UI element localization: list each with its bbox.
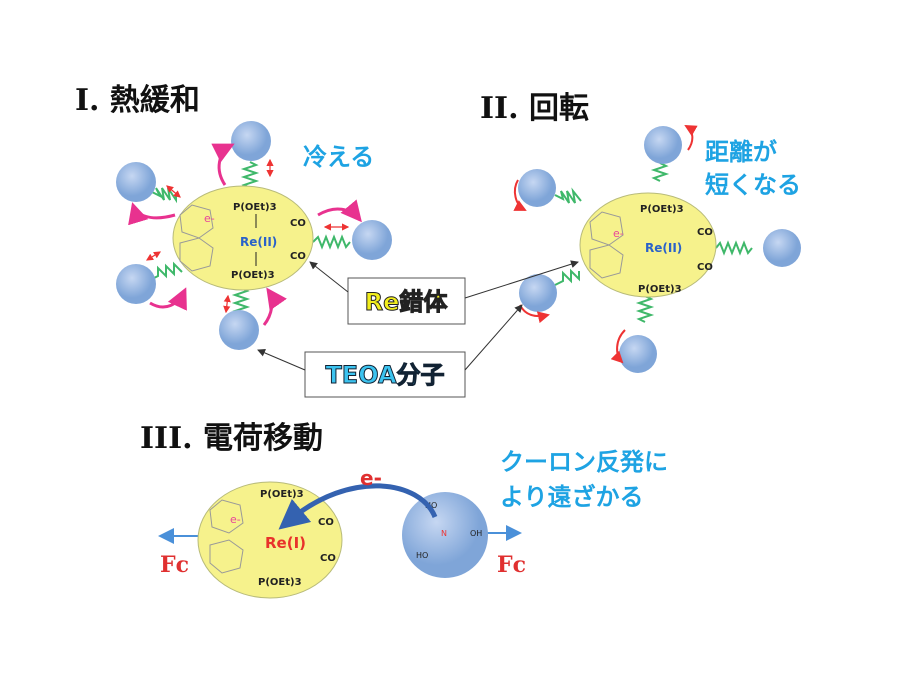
electron-label: e- (613, 227, 624, 240)
complex-callout: Re錯体 (347, 277, 466, 325)
section2-title: II. 回転 (480, 91, 589, 126)
section1-note: 冷える (303, 143, 374, 171)
teoa-callout: TEOA分子 (304, 351, 466, 398)
ligand-top: P(OEt)3 (640, 204, 684, 215)
ligand-co: CO (320, 553, 336, 564)
section2-complex: e- P(OEt)3 Re(II) CO CO P(OEt)3 (513, 125, 801, 373)
section3-diagram: e- P(OEt)3 Re(I) CO CO P(OEt)3 HO OH HO … (158, 466, 526, 599)
electron-transfer-arrow (278, 483, 438, 530)
electron-label: e- (230, 513, 241, 526)
section3-note-line2: より遠ざかる (500, 483, 644, 511)
ligand-bottom: P(OEt)3 (638, 284, 682, 295)
teoa-atom: OH (470, 529, 482, 538)
transfer-electron-label: e- (360, 466, 382, 490)
section2-note-line1: 距離が (705, 138, 777, 166)
teoa-atom: N (441, 529, 447, 538)
ligand-bottom: P(OEt)3 (258, 577, 302, 588)
teoa-molecule (402, 492, 488, 578)
callout-arrows (257, 260, 579, 371)
metal-center: Re(II) (645, 241, 682, 255)
force-label-right: Fc (497, 552, 526, 578)
ligand-co: CO (290, 218, 306, 229)
ligand-co: CO (290, 251, 306, 262)
section3-title: III. 電荷移動 (140, 421, 323, 456)
force-label-left: Fc (160, 552, 189, 578)
ligand-top: P(OEt)3 (260, 489, 304, 500)
section3-note-line1: クーロン反発に (500, 448, 668, 476)
ligand-co: CO (697, 227, 713, 238)
section1-title: I. 熱緩和 (75, 83, 200, 118)
ligand-co: CO (318, 517, 334, 528)
rotation-arrows (128, 143, 362, 326)
teoa-label: TEOA分子 (325, 361, 444, 389)
electron-label: e- (204, 212, 215, 225)
vibration-arrows (145, 158, 350, 314)
ligand-top: P(OEt)3 (233, 202, 277, 213)
teoa-atom: HO (416, 551, 428, 560)
metal-center: Re(I) (265, 534, 306, 552)
section2-note-line2: 短くなる (705, 171, 801, 199)
teoa-molecules (116, 121, 392, 350)
ligand-co: CO (697, 262, 713, 273)
ligand-bottom: P(OEt)3 (231, 270, 275, 281)
section1-complex: e- P(OEt)3 Re(II) CO CO P(OEt)3 (116, 121, 392, 350)
complex-label: Re錯体 (365, 288, 449, 316)
metal-center: Re(II) (240, 235, 277, 249)
